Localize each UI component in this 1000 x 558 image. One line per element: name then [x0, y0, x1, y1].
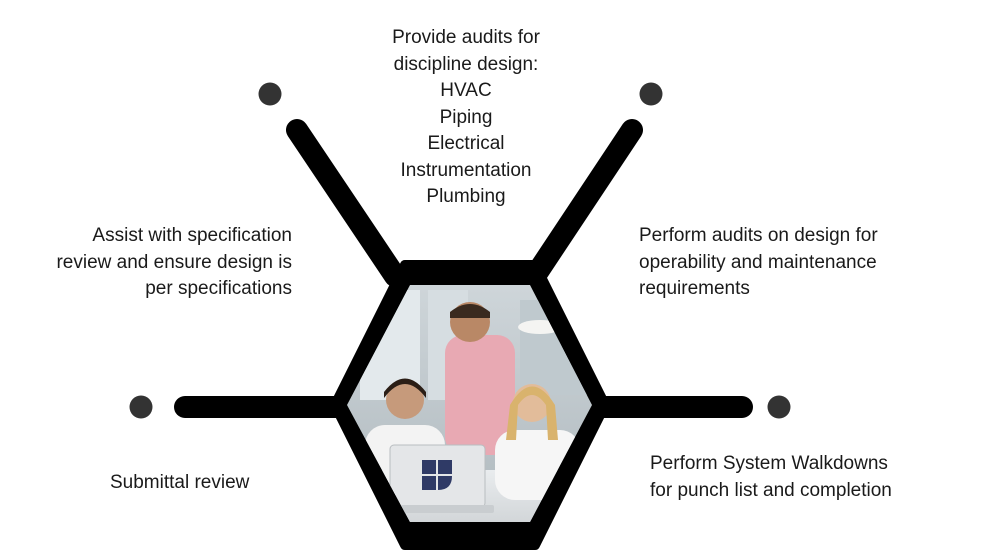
label-right-line: operability and maintenance: [639, 251, 877, 273]
arm-top-right: [524, 119, 643, 287]
label-bottom-left: Submittal review: [110, 470, 360, 497]
label-bottom-right-line: Perform System Walkdowns: [650, 453, 888, 474]
label-bottom-left-line: Submittal review: [110, 472, 250, 493]
label-bottom-right-line: for punch list and completion: [650, 479, 892, 501]
arm-top-left: [286, 119, 406, 287]
center-hexagon: [330, 260, 610, 550]
node-top-left: [258, 82, 282, 106]
label-left-line: review and ensure design is: [56, 251, 292, 273]
label-top-line: HVAC: [440, 80, 492, 101]
branch-arms: [174, 119, 753, 418]
label-left: Assist with specification review and ens…: [20, 223, 292, 303]
label-left-line: per specifications: [145, 278, 292, 299]
label-right-line: Perform audits on design for: [639, 225, 878, 246]
label-right: Perform audits on design for operability…: [639, 223, 979, 303]
label-bottom-right: Perform System Walkdowns for punch list …: [650, 451, 990, 504]
node-top-right: [639, 82, 663, 106]
label-top-line: Provide audits for: [392, 27, 540, 48]
label-top-line: Electrical: [427, 133, 505, 154]
label-left-line: Assist with specification: [92, 225, 292, 246]
node-right: [767, 395, 791, 419]
label-top-line: Instrumentation: [400, 159, 532, 181]
label-top: Provide audits for discipline design: HV…: [316, 25, 616, 211]
branch-nodes: [129, 82, 791, 419]
label-top-line: Piping: [439, 106, 493, 128]
label-top-line: discipline design:: [393, 53, 539, 75]
node-left: [129, 395, 153, 419]
label-top-line: Plumbing: [426, 186, 506, 207]
label-right-line: requirements: [639, 278, 750, 299]
